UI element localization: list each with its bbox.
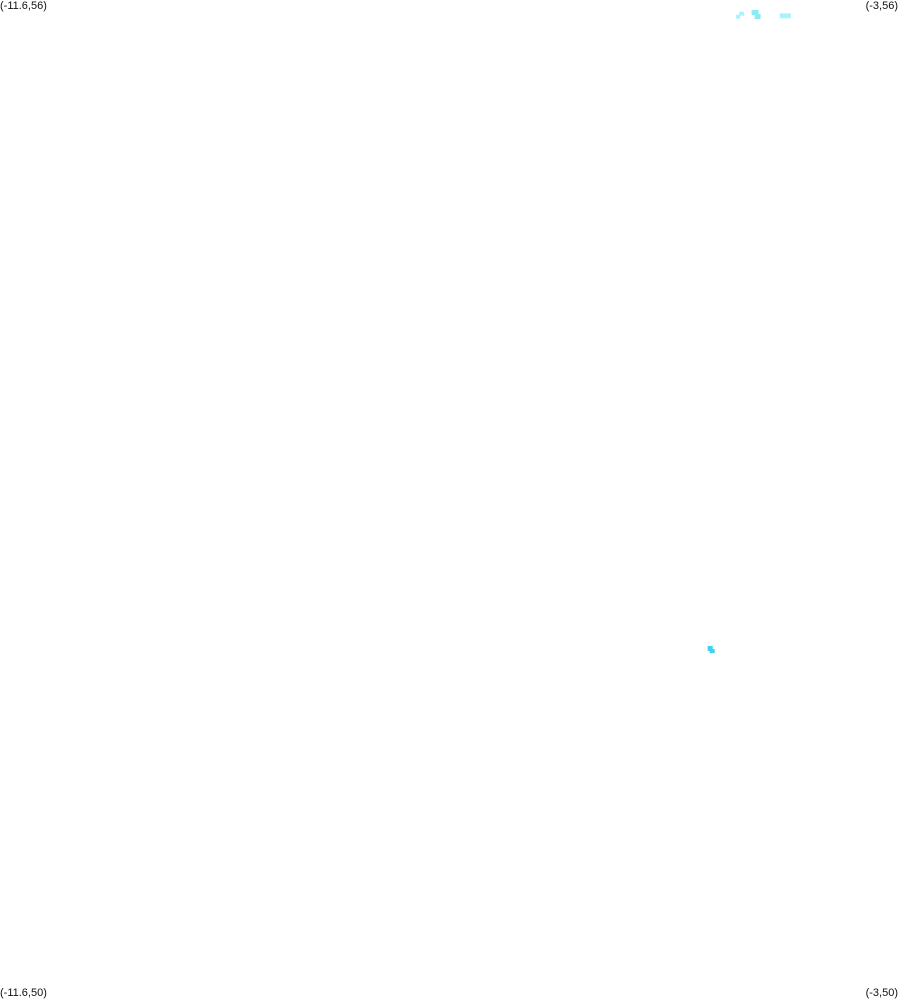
islet-d-part bbox=[709, 649, 715, 653]
islet-c bbox=[779, 13, 791, 19]
corner-label-top-left: (-11.6,56) bbox=[0, 0, 47, 12]
corner-label-bottom-right: (-3,50) bbox=[865, 987, 898, 999]
islet-b-part bbox=[751, 10, 759, 15]
islet-a bbox=[736, 11, 745, 19]
corner-label-bottom-left: (-11.6,50) bbox=[0, 987, 47, 999]
islet-b bbox=[751, 10, 761, 19]
islet-b-part bbox=[754, 14, 761, 19]
feature-layer bbox=[707, 10, 791, 653]
islet-d bbox=[707, 646, 715, 653]
islet-a-part bbox=[736, 14, 741, 19]
islet-d-part bbox=[707, 646, 713, 651]
islet-c-part bbox=[779, 13, 791, 19]
islet-a-part bbox=[739, 11, 745, 16]
corner-label-top-right: (-3,56) bbox=[865, 0, 898, 12]
